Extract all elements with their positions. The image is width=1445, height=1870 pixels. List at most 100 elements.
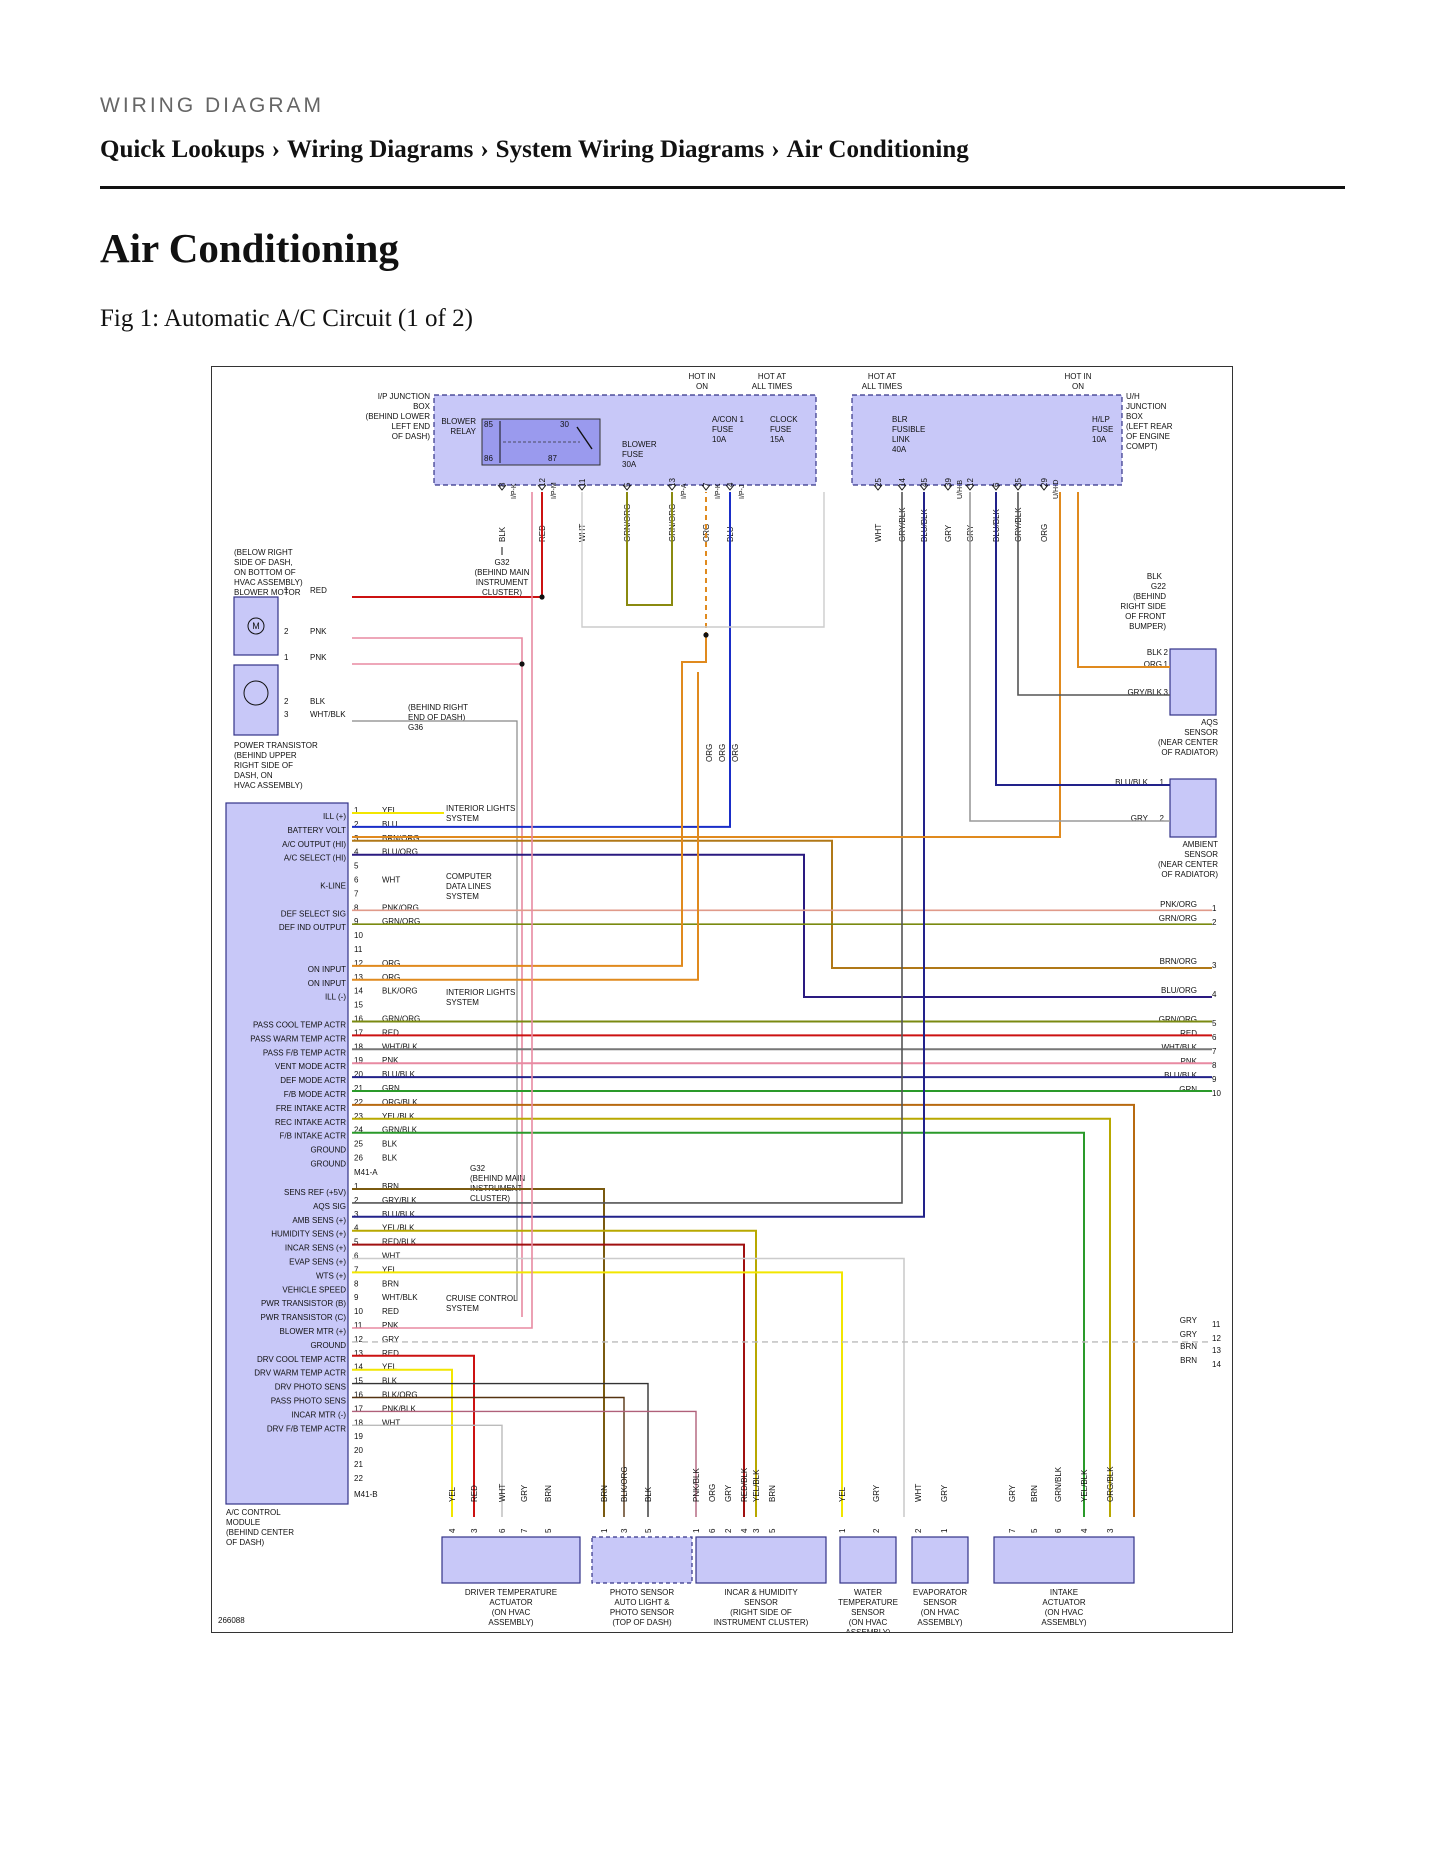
aqs-wire-color: BLK	[1147, 648, 1163, 657]
bottom-wire-color: BLK/ORG	[620, 1466, 629, 1502]
module-pin-function: DEF SELECT SIG	[281, 909, 346, 918]
wire-on-input	[352, 637, 707, 967]
ambient-sensor-label: OF RADIATOR)	[1161, 870, 1218, 879]
wire-org-aqs	[352, 492, 1061, 838]
module-pin-number: 14	[354, 987, 363, 996]
module-pin-function: GROUND	[310, 1341, 346, 1350]
note-computer-data: COMPUTER	[446, 872, 492, 881]
blower-motor-label: BLOWER MOTOR	[234, 588, 301, 597]
ground-g32-label: G32	[470, 1164, 486, 1173]
uh-terminal-wire-color: GRY	[944, 524, 953, 542]
uh-junction-box-label: (LEFT REAR	[1126, 422, 1173, 431]
ground-g32-label: G32	[494, 558, 510, 567]
ip-orange-wire-label: ORG	[718, 744, 727, 762]
uh-junction-box	[851, 394, 1123, 486]
ground-g22-label: BUMPER)	[1129, 622, 1166, 631]
bottom-component-label: ACTUATOR	[489, 1598, 532, 1607]
module-connector-label: M41-B	[354, 1490, 378, 1499]
bottom-wire-color: RED	[470, 1485, 479, 1502]
module-pin-number: 16	[354, 1015, 363, 1024]
blower-motor-pin: 1	[284, 586, 289, 595]
wire-gry-blk-aqs	[1017, 492, 1170, 696]
module-pin-function: REC INTAKE ACTR	[275, 1118, 346, 1127]
module-pin-number: 5	[354, 1238, 359, 1247]
module-pin-function: WTS (+)	[316, 1271, 346, 1280]
module-pin-number: 8	[354, 1279, 359, 1288]
bottom-pin: 5	[644, 1528, 653, 1533]
module-pin-number: 21	[354, 1084, 363, 1093]
bottom-pin: 2	[914, 1528, 923, 1533]
module-pin-number: 15	[354, 1001, 363, 1010]
terminal-chevron	[919, 484, 929, 491]
terminal-chevron	[873, 484, 883, 491]
module-pin-number: 7	[354, 889, 359, 898]
module-pin-function: K-LINE	[320, 882, 346, 891]
module-pin-number: 11	[354, 1321, 363, 1330]
bottom-pin: 1	[940, 1528, 949, 1533]
module-pin-number: 13	[354, 973, 363, 982]
ip-terminal-pin: 12	[538, 478, 547, 487]
bottom-pin: 3	[1106, 1528, 1115, 1533]
bottom-component-label: PHOTO SENSOR	[610, 1608, 675, 1617]
bottom-wire-color: WHT	[498, 1484, 507, 1502]
module-pin-wire-color: RED	[382, 1028, 399, 1037]
module-pin-wire-color: GRN/BLK	[382, 1126, 418, 1135]
module-pin-function: DRV F/B TEMP ACTR	[267, 1424, 346, 1433]
module-pin-function: VENT MODE ACTR	[275, 1062, 346, 1071]
wire-blu-blk-amb	[995, 492, 1170, 786]
wire-grn-blk	[352, 1131, 1085, 1517]
bottom-wire-color: GRY	[872, 1484, 881, 1502]
ip-terminal-pin: 7	[702, 482, 711, 487]
relay-pin-label: 86	[484, 454, 493, 463]
breadcrumb: Quick Lookups›Wiring Diagrams›System Wir…	[100, 136, 969, 164]
terminal-chevron	[667, 484, 677, 491]
uh-terminal-pin: 6	[992, 482, 1001, 487]
continuation-number: 10	[1212, 1089, 1221, 1098]
blower-fuse-label: FUSE	[622, 450, 643, 459]
bottom-wire-color: PNK/BLK	[692, 1468, 701, 1502]
terminal-chevron	[1039, 484, 1049, 491]
bottom-component-label: TEMPERATURE	[838, 1598, 898, 1607]
power-transistor-wire-color: WHT/BLK	[310, 710, 346, 719]
hlp-fuse-label: 10A	[1092, 435, 1107, 444]
module-pin-wire-color: YEL	[382, 806, 398, 815]
wire-evap	[352, 1257, 905, 1517]
power-transistor-label: HVAC ASSEMBLY)	[234, 781, 303, 790]
bottom-component-label: SENSOR	[851, 1608, 885, 1617]
uh-junction-box-label: BOX	[1126, 412, 1144, 421]
module-pin-function: BATTERY VOLT	[287, 826, 346, 835]
continuation-wire-color: PNK	[1181, 1057, 1198, 1066]
aqs-pin: 2	[1164, 648, 1169, 657]
module-pin-number: 4	[354, 848, 359, 857]
continuation-wire-color: BLU/ORG	[1161, 986, 1197, 995]
bottom-pin: 4	[448, 1528, 457, 1533]
bottom-component-label: SENSOR	[923, 1598, 957, 1607]
module-pin-number: 11	[354, 945, 363, 954]
continuation-wire-color: GRN/ORG	[1159, 1015, 1197, 1024]
module-pin-wire-color: GRN	[382, 1084, 400, 1093]
bottom-pin: 7	[1008, 1528, 1017, 1533]
module-pin-function: HUMIDITY SENS (+)	[271, 1230, 346, 1239]
note-interior-lights: SYSTEM	[446, 998, 479, 1007]
bottom-component-label: (RIGHT SIDE OF	[730, 1608, 792, 1617]
module-pin-function: DRV COOL TEMP ACTR	[257, 1355, 346, 1364]
module-pin-function: DEF MODE ACTR	[280, 1076, 346, 1085]
breadcrumb-item-system-wiring[interactable]: System Wiring Diagrams	[495, 136, 765, 163]
ac-control-module-label: A/C CONTROL	[226, 1508, 281, 1517]
ac-control-module-label: MODULE	[226, 1518, 260, 1527]
breadcrumb-item-wiring-diagrams[interactable]: Wiring Diagrams	[287, 136, 474, 163]
bottom-component-box	[993, 1536, 1135, 1584]
wire-aqs-sig	[352, 492, 903, 1204]
clock-fuse-label: 15A	[770, 435, 785, 444]
module-pin-number: 25	[354, 1140, 363, 1149]
relay-pin-label: 85	[484, 420, 493, 429]
breadcrumb-item-quick-lookups[interactable]: Quick Lookups	[100, 136, 265, 163]
ip-terminal-pin: 4	[726, 482, 735, 487]
module-pin-function: PWR TRANSISTOR (C)	[261, 1313, 347, 1322]
module-pin-function: INCAR MTR (-)	[291, 1410, 346, 1419]
hot-in-on-label: HOT IN	[1065, 372, 1092, 381]
module-pin-number: 12	[354, 1335, 363, 1344]
breadcrumb-item-air-conditioning[interactable]: Air Conditioning	[786, 136, 969, 163]
relay-pin-label: 87	[548, 454, 557, 463]
